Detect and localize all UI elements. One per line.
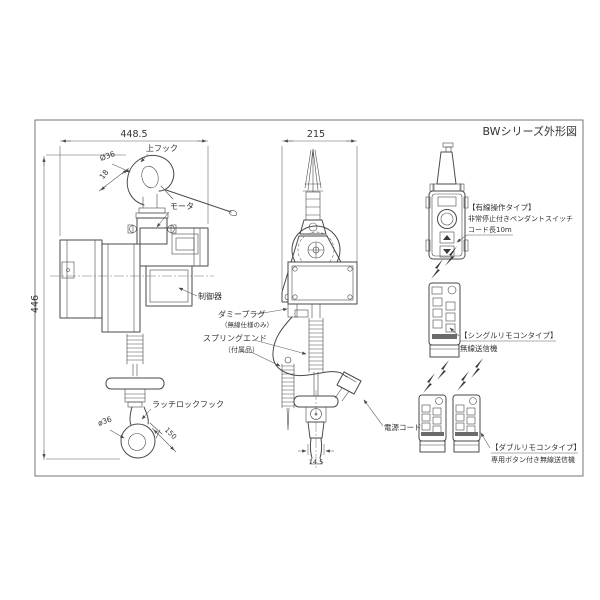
pendant-cord-label: コード長10m bbox=[468, 226, 512, 234]
dim-446-text: 446 bbox=[30, 295, 41, 313]
double-remote-type-label: 【ダブルリモコンタイプ】 bbox=[491, 442, 581, 452]
pendant-switch bbox=[425, 142, 469, 260]
dim-width-448: 448.5 bbox=[59, 129, 209, 236]
drawing-border bbox=[34, 119, 584, 477]
up-button bbox=[439, 231, 455, 244]
power-plug bbox=[336, 371, 362, 395]
dummy-plug-note: （無線仕様のみ） bbox=[221, 320, 273, 329]
hoist-body bbox=[50, 227, 214, 333]
dim-448-text: 448.5 bbox=[120, 129, 147, 140]
dim-18-text: 18 bbox=[98, 168, 111, 181]
motor-label: モータ bbox=[170, 202, 194, 211]
antenna-icon bbox=[469, 397, 477, 405]
dummy-plug-fitting bbox=[287, 303, 309, 318]
pendant-desc: 非常停止付きペンダントスイッチ bbox=[468, 214, 573, 223]
front-rope-and-hook bbox=[293, 303, 339, 468]
cord-lever bbox=[165, 189, 232, 213]
antenna-icon bbox=[447, 285, 457, 295]
radio-wave-icon bbox=[431, 246, 457, 279]
rope-drum bbox=[59, 239, 103, 319]
controller-box bbox=[145, 265, 193, 307]
dim-215-text: 215 bbox=[307, 129, 325, 140]
pendant-body bbox=[428, 190, 466, 260]
cable-boot bbox=[436, 151, 457, 185]
power-cord-label: 電源コード bbox=[384, 423, 422, 432]
double-remote-desc: 専用ボタン付き無線送信機 bbox=[491, 455, 575, 464]
power-cord bbox=[272, 316, 362, 402]
bottom-hook-shank bbox=[129, 406, 149, 426]
down-arrow-icon bbox=[443, 249, 451, 254]
spring-end-part bbox=[281, 356, 295, 431]
latch-lock-hook-label: ラッチロックフック bbox=[152, 400, 224, 409]
controller-label: 制御器 bbox=[198, 291, 222, 301]
top-hook-label: 上フック bbox=[146, 144, 178, 153]
spring-end-label: スプリングエンド bbox=[203, 333, 267, 343]
dim-14-5-text: 14.5 bbox=[309, 458, 323, 466]
front-view: 215 bbox=[203, 129, 422, 468]
radio-wave-icon bbox=[423, 358, 483, 393]
antenna-icon bbox=[435, 397, 443, 405]
dim-hook-width: 14.5 bbox=[298, 444, 334, 466]
wire-rope-top bbox=[299, 148, 327, 235]
frame-plate bbox=[101, 243, 141, 333]
spring-end-note: （付属品） bbox=[224, 345, 259, 354]
dim-150-text: 150 bbox=[163, 426, 178, 441]
dim-hook-opening: 18 bbox=[98, 168, 130, 192]
top-hook bbox=[126, 154, 238, 245]
emergency-stop-button bbox=[437, 209, 457, 229]
crosshead bbox=[105, 377, 165, 390]
drawing-title: BWシリーズ外形図 bbox=[483, 124, 577, 138]
dim-bottom-hook: 150 bbox=[151, 426, 178, 453]
dummy-plug-label: ダミープラグ bbox=[218, 309, 266, 319]
pendant-type-label: 【有線操作タイプ】 bbox=[468, 202, 536, 212]
battery-cap bbox=[429, 344, 460, 358]
side-view: 448.5 446 Ø36 bbox=[30, 129, 238, 460]
double-remote-left bbox=[418, 394, 447, 453]
front-control-box bbox=[287, 261, 358, 305]
suspension-bracket bbox=[136, 217, 168, 245]
single-remote bbox=[428, 282, 461, 358]
double-remote bbox=[418, 394, 481, 453]
up-arrow-icon bbox=[443, 235, 451, 240]
bottom-hook-bowl bbox=[120, 423, 156, 459]
down-button bbox=[439, 245, 455, 258]
single-remote-desc: 無線送信機 bbox=[460, 343, 498, 353]
rope-spring bbox=[126, 333, 144, 365]
bottom-hook-dia-label: ø36 bbox=[97, 415, 114, 428]
dim-height-446: 446 bbox=[30, 154, 126, 460]
double-remote-right bbox=[452, 394, 481, 453]
side-rope-and-hook bbox=[105, 333, 165, 459]
top-hook-dia-label: Ø36 bbox=[99, 149, 117, 163]
single-remote-type-label: 【シングルリモコンタイプ】 bbox=[460, 330, 558, 340]
